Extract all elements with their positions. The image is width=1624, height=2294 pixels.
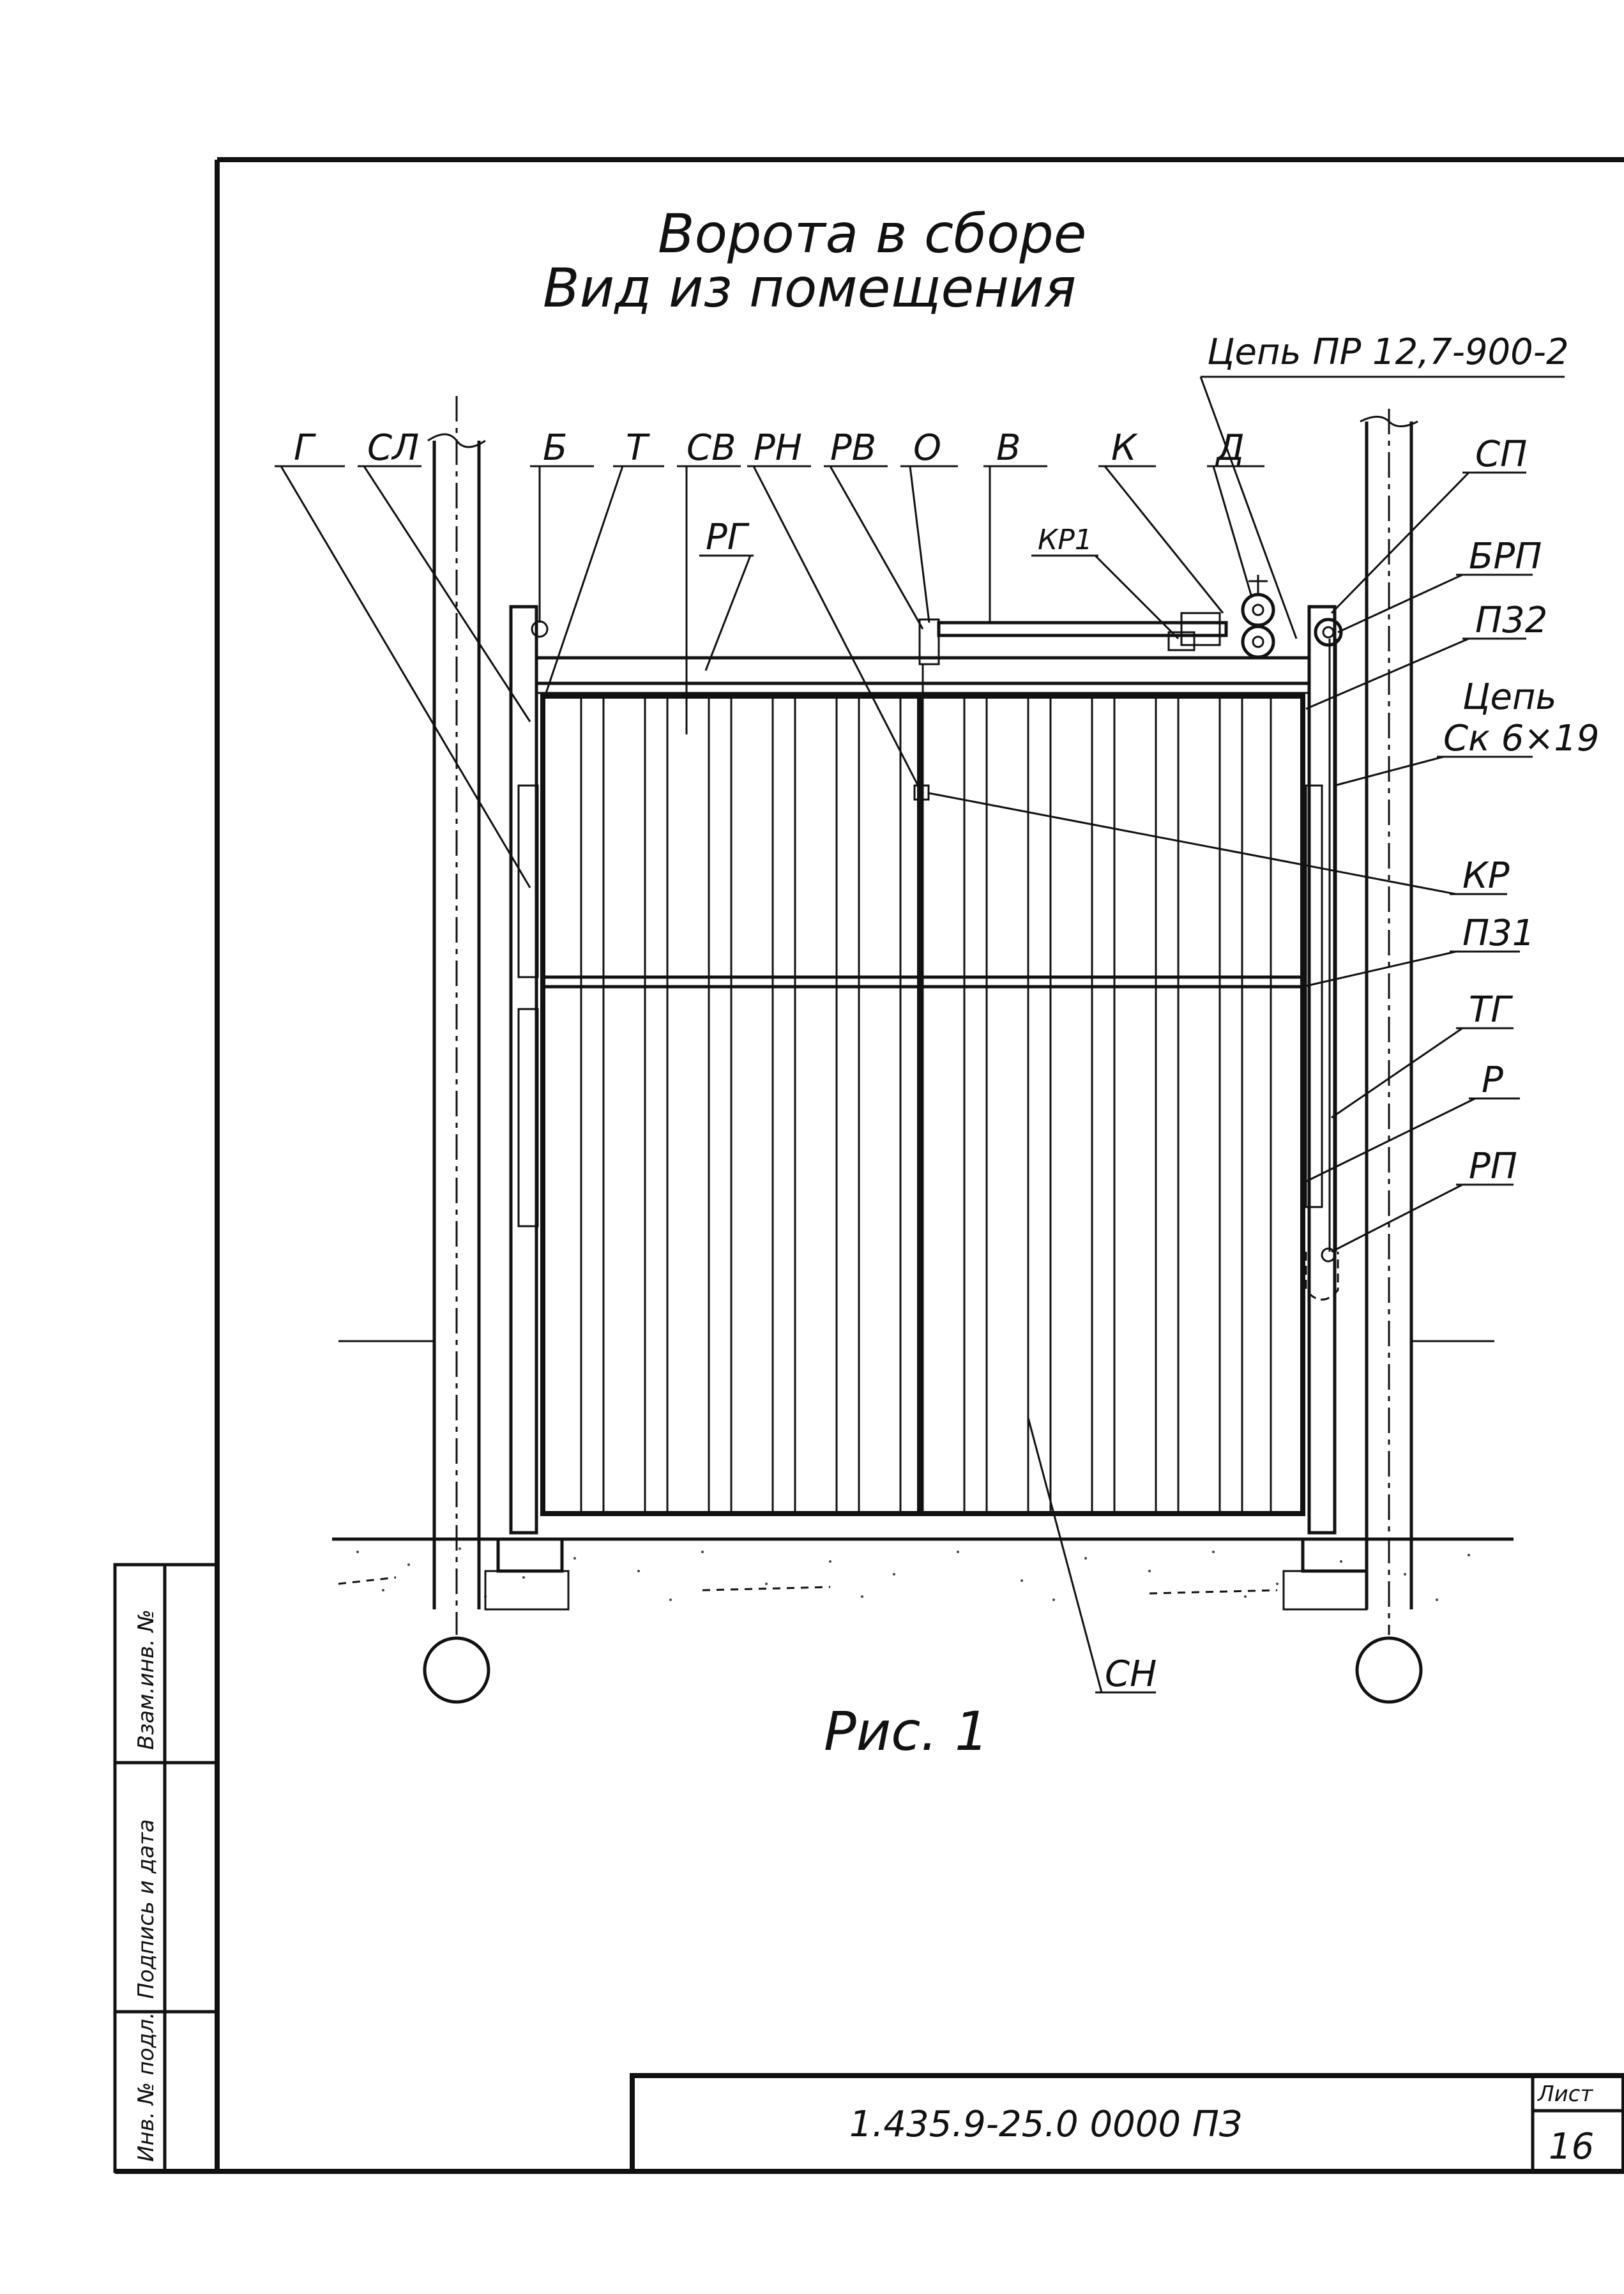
label-sv: СВ xyxy=(687,427,736,469)
right-column xyxy=(1355,409,1423,1704)
chain-top-label: Цепь ПР 12,7-900-2 xyxy=(1207,331,1569,373)
left-column xyxy=(423,396,490,1704)
label-g: Г xyxy=(294,427,316,469)
label-p31: П31 xyxy=(1462,913,1535,954)
label-rn: РН xyxy=(754,427,802,469)
side-stamp: Взам.инв. № Подпись и дата Инв. № подл. xyxy=(113,1563,219,2173)
right-gate-post xyxy=(1282,605,1369,1611)
label-k: К xyxy=(1111,427,1138,469)
label-d: Д xyxy=(1215,427,1245,469)
left-gate-post xyxy=(484,605,570,1611)
stamp-sign-date: Подпись и дата xyxy=(133,1819,159,1999)
sheet-label: Лист xyxy=(1537,2081,1593,2107)
title-block: 1.435.9-25.0 0000 ПЗ Лист 16 xyxy=(630,2073,1624,2174)
label-rp: РП xyxy=(1469,1146,1517,1187)
label-chain-right-1: Цепь xyxy=(1462,676,1557,718)
stamp-inv-zam: Взам.инв. № xyxy=(133,1609,159,1750)
label-chain-right-2: Ск 6×19 xyxy=(1443,718,1600,759)
label-sl: СЛ xyxy=(367,427,419,469)
stamp-inv-podl: Инв. № подл. xyxy=(133,2012,159,2162)
label-brp: БРП xyxy=(1469,536,1542,577)
sheet-number: 16 xyxy=(1549,2126,1594,2168)
label-kr1: КР1 xyxy=(1038,524,1093,556)
label-sp: СП xyxy=(1475,434,1527,475)
label-rv: РВ xyxy=(830,427,876,469)
label-kr: КР xyxy=(1462,855,1510,897)
leaders-right: СП БРП П32 Цепь Ск 6×19 КР П31 ТГ Р РП xyxy=(929,434,1600,1253)
title-line-1: Ворота в сборе xyxy=(658,202,1086,265)
label-rg: РГ xyxy=(706,517,750,558)
gate-panel xyxy=(540,664,1305,1516)
label-r: Р xyxy=(1482,1060,1503,1101)
label-o: О xyxy=(913,427,941,469)
label-sn: СН xyxy=(1105,1653,1157,1695)
leaders-top-left: Г СЛ Б Т СВ РН РВ О В К Д РГ xyxy=(275,427,1264,888)
label-t: Т xyxy=(626,427,650,469)
label-tg: ТГ xyxy=(1469,989,1513,1031)
label-b: Б xyxy=(543,427,567,469)
label-v: В xyxy=(996,427,1021,469)
label-p32: П32 xyxy=(1475,600,1547,641)
figure-caption: Рис. 1 xyxy=(824,1700,989,1763)
title-line-2: Вид из помещения xyxy=(543,257,1076,319)
doc-number: 1.435.9-25.0 0000 ПЗ xyxy=(849,2104,1242,2145)
